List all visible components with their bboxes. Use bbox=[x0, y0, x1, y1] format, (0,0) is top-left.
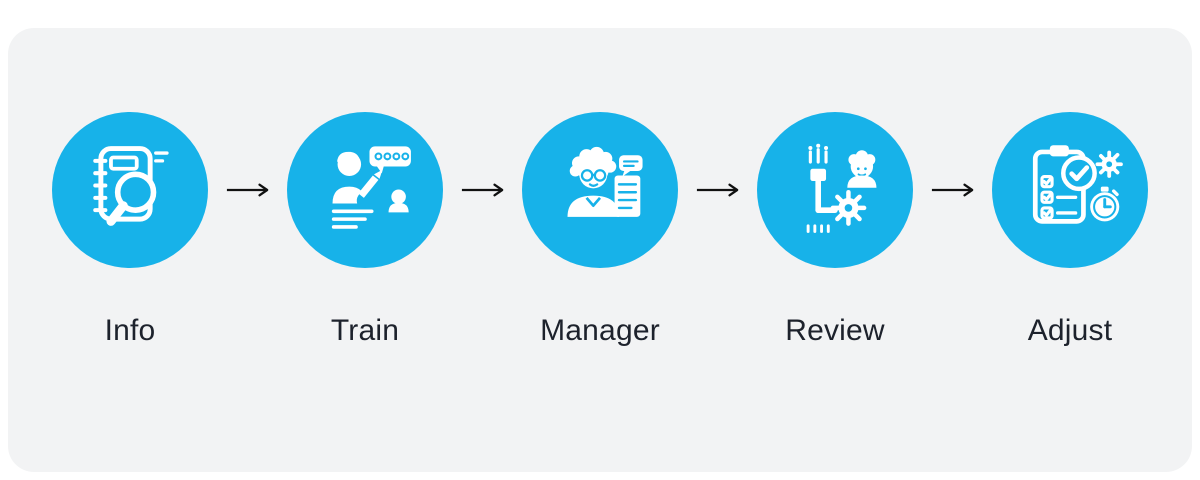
arrow-right-icon bbox=[226, 183, 268, 197]
step-circle bbox=[757, 112, 913, 268]
step-label: Manager bbox=[540, 314, 660, 347]
step-label: Info bbox=[104, 314, 156, 347]
process-diagram-panel: Info bbox=[8, 28, 1192, 472]
step-circle bbox=[52, 112, 208, 268]
connector bbox=[678, 112, 757, 268]
step-review: Review bbox=[757, 112, 913, 348]
step-label: Train bbox=[330, 314, 400, 347]
machine-gear-operator-icon bbox=[806, 143, 877, 233]
connector bbox=[208, 112, 287, 268]
trainer-speaking-icon bbox=[331, 146, 411, 229]
notebook-magnifier-icon bbox=[93, 146, 169, 226]
step-train: Train bbox=[287, 112, 443, 348]
checklist-gear-timer-icon bbox=[1032, 145, 1123, 224]
arrow-right-icon bbox=[931, 183, 973, 197]
step-circle bbox=[522, 112, 678, 268]
step-adjust: Adjust bbox=[992, 112, 1148, 348]
connector bbox=[913, 112, 992, 268]
arrow-right-icon bbox=[696, 183, 738, 197]
step-circle bbox=[992, 112, 1148, 268]
connector bbox=[443, 112, 522, 268]
process-flow: Info bbox=[52, 112, 1148, 348]
step-info: Info bbox=[52, 112, 208, 348]
manager-report-icon bbox=[567, 146, 643, 217]
arrow-right-icon bbox=[461, 183, 503, 197]
step-label: Adjust bbox=[1027, 314, 1113, 347]
step-manager: Manager bbox=[522, 112, 678, 348]
step-circle bbox=[287, 112, 443, 268]
step-label: Review bbox=[785, 314, 885, 347]
